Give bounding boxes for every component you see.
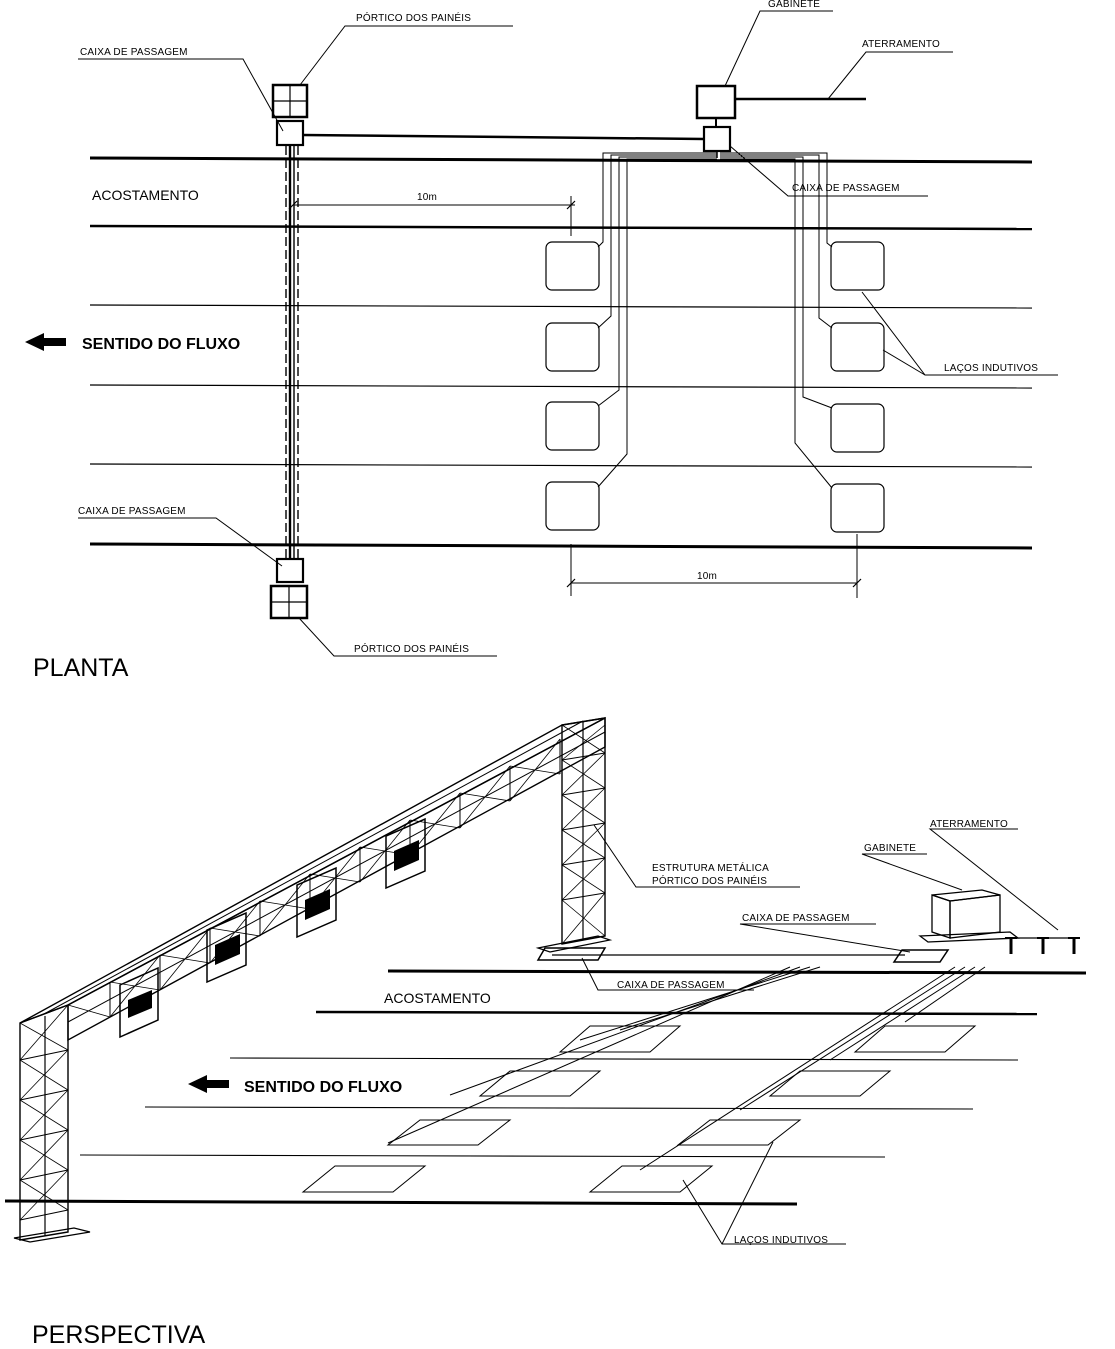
persp-portico xyxy=(13,716,613,1243)
persp-aterramento-rods xyxy=(1005,937,1080,954)
plan-label-gabinete: GABINETE xyxy=(768,0,820,10)
plan-loop xyxy=(830,322,885,372)
persp-cables xyxy=(387,954,986,1171)
persp-label-estrutura-1: ESTRUTURA METÁLICA xyxy=(652,861,769,874)
persp-road-lines xyxy=(4,969,1087,1206)
plan-loop xyxy=(545,241,600,291)
perspective-view: ATERRAMENTO GABINETE ESTRUTURA METÁLICA … xyxy=(4,716,1087,1349)
plan-portico-bottom xyxy=(269,584,309,620)
persp-panel xyxy=(296,866,337,939)
persp-leaders xyxy=(581,824,1059,1245)
plan-loop xyxy=(545,481,600,531)
plan-label-dim-bottom: 10m xyxy=(697,571,717,582)
persp-label-lacos: LAÇOS INDUTIVOS xyxy=(734,1235,828,1246)
persp-label-sentido: SENTIDO DO FLUXO xyxy=(244,1079,402,1096)
persp-label-aterramento: ATERRAMENTO xyxy=(930,819,1008,830)
plan-label-lacos: LAÇOS INDUTIVOS xyxy=(944,363,1038,374)
plan-label-portico-top: PÓRTICO DOS PAINÉIS xyxy=(356,11,471,24)
persp-label-acostamento: ACOSTAMENTO xyxy=(384,990,491,1006)
plan-inductive-loops xyxy=(545,241,885,533)
plan-portico-top xyxy=(271,83,309,119)
persp-loop xyxy=(478,1070,602,1097)
persp-loop xyxy=(558,1025,682,1053)
plan-road-lines xyxy=(89,156,1033,550)
plan-loop-feeders-right xyxy=(720,152,833,489)
persp-inductive-loops xyxy=(301,1025,977,1193)
plan-label-aterramento: ATERRAMENTO xyxy=(862,39,940,50)
plan-label-acostamento: ACOSTAMENTO xyxy=(92,187,199,203)
persp-portico-left-column xyxy=(13,1003,91,1243)
plan-gabinete xyxy=(695,84,737,127)
persp-loop xyxy=(301,1165,427,1193)
plan-conduit xyxy=(285,146,299,560)
persp-panel xyxy=(385,817,426,890)
plan-label-caixa-bottom-left: CAIXA DE PASSAGEM xyxy=(78,506,186,517)
persp-label-caixa-bottom: CAIXA DE PASSAGEM xyxy=(617,980,725,991)
persp-flow-arrow-icon xyxy=(188,1075,229,1093)
persp-loop xyxy=(768,1070,892,1097)
persp-panel xyxy=(119,966,159,1039)
plan-title: PLANTA xyxy=(33,654,129,682)
persp-label-gabinete: GABINETE xyxy=(864,843,916,854)
persp-loop xyxy=(386,1119,512,1146)
plan-loop xyxy=(545,401,600,451)
plan-dimension-bottom xyxy=(566,534,862,598)
plan-caixa-top-left xyxy=(275,119,305,147)
plan-label-caixa-right: CAIXA DE PASSAGEM xyxy=(792,183,900,194)
persp-panel xyxy=(206,911,247,984)
persp-message-panels xyxy=(119,817,426,1039)
plan-loop xyxy=(830,403,885,453)
plan-leaders xyxy=(78,10,1058,657)
persp-loop xyxy=(588,1165,714,1193)
persp-loop xyxy=(676,1119,802,1146)
persp-loop xyxy=(853,1025,977,1053)
plan-label-sentido: SENTIDO DO FLUXO xyxy=(82,336,240,353)
plan-loop xyxy=(545,322,600,372)
plan-flow-arrow-icon xyxy=(25,333,66,351)
plan-label-portico-bottom: PÓRTICO DOS PAINÉIS xyxy=(354,642,469,655)
persp-portico-beam xyxy=(19,716,606,1042)
persp-gabinete xyxy=(918,889,1075,943)
plan-caixa-bottom-left xyxy=(275,557,305,584)
persp-caixa-right xyxy=(892,949,950,963)
plan-loop-feeders-left xyxy=(597,152,717,488)
persp-label-estrutura-2: PÓRTICO DOS PAINÉIS xyxy=(652,874,767,887)
plan-label-dim-top: 10m xyxy=(417,192,437,203)
persp-label-caixa-right: CAIXA DE PASSAGEM xyxy=(742,913,850,924)
plan-dimension-top xyxy=(288,196,576,236)
plan-view: PÓRTICO DOS PAINÉIS GABINETE ATERRAMENTO… xyxy=(25,0,1058,682)
perspective-title: PERSPECTIVA xyxy=(32,1321,206,1349)
plan-loop xyxy=(830,241,885,291)
persp-caixa-portico xyxy=(536,947,607,961)
plan-loop xyxy=(830,483,885,533)
plan-label-caixa-top-left: CAIXA DE PASSAGEM xyxy=(80,47,188,58)
